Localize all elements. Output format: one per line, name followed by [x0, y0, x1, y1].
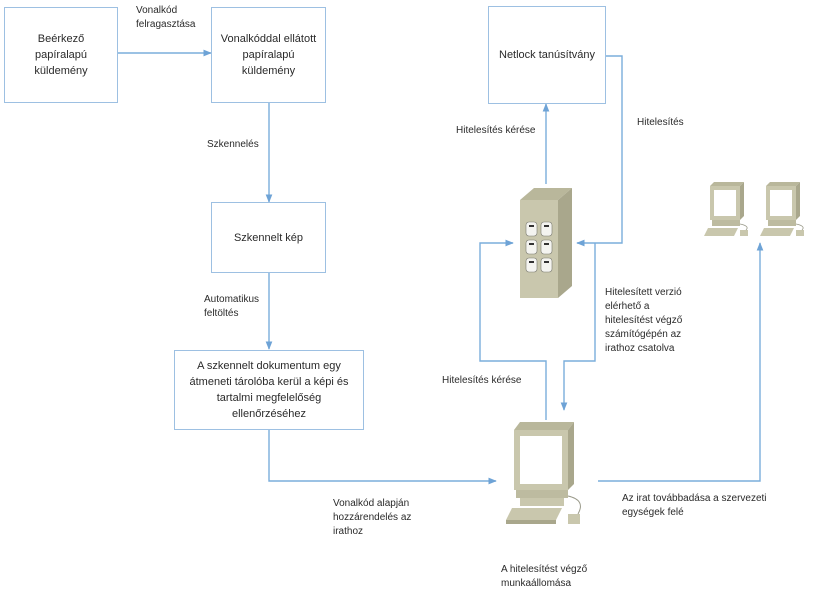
- label-auto-upload: Automatikus feltöltés: [204, 294, 260, 319]
- connector-forwarding: [598, 242, 764, 482]
- label-barcode-attach: Vonalkód felragasztása: [136, 5, 196, 30]
- node-incoming-mail-text: Beérkező papíralapú küldemény: [34, 33, 88, 77]
- label-workstation-caption: A hitelesítést végző munkaállomása: [501, 564, 588, 589]
- workstation-icon: [506, 422, 581, 524]
- label-authenticated-version: Hitelesített verzió elérhető a hitelesít…: [605, 287, 683, 354]
- connector-auth-request-left: [479, 239, 547, 420]
- label-auth-request-top: Hitelesítés kérése: [456, 125, 536, 136]
- node-barcoded-mail: Vonalkóddal ellátott papíralapú küldemén…: [211, 7, 326, 103]
- connector-authenticated-version: [560, 243, 596, 411]
- node-temp-storage: A szkennelt dokumentum egy átmeneti táro…: [174, 350, 364, 430]
- workstation-right: [760, 182, 804, 236]
- workstation-left: [704, 182, 748, 236]
- node-scanned-image-text: Szkennelt kép: [233, 231, 304, 244]
- workstation-pair-icon: [704, 182, 804, 236]
- server-icon: [520, 188, 572, 298]
- label-auth-request-bottom: Hitelesítés kérése: [442, 375, 522, 386]
- connector-authentication: [576, 55, 623, 247]
- label-authentication: Hitelesítés: [637, 117, 684, 128]
- node-incoming-mail: Beérkező papíralapú küldemény: [4, 7, 118, 103]
- label-barcode-assign: Vonalkód alapján hozzárendelés az iratho…: [333, 498, 412, 537]
- node-barcoded-mail-text: Vonalkóddal ellátott papíralapú küldemén…: [220, 33, 317, 77]
- label-forwarding: Az irat továbbadása a szervezeti egysége…: [622, 493, 767, 518]
- node-temp-storage-text: A szkennelt dokumentum egy átmeneti táro…: [189, 360, 349, 420]
- node-netlock-certificate: Netlock tanúsítvány: [488, 6, 606, 104]
- node-netlock-certificate-text: Netlock tanúsítvány: [499, 49, 595, 61]
- node-scanned-image: Szkennelt kép: [211, 202, 326, 273]
- connector-barcode-assign: [268, 430, 497, 485]
- label-scanning: Szkennelés: [207, 139, 259, 150]
